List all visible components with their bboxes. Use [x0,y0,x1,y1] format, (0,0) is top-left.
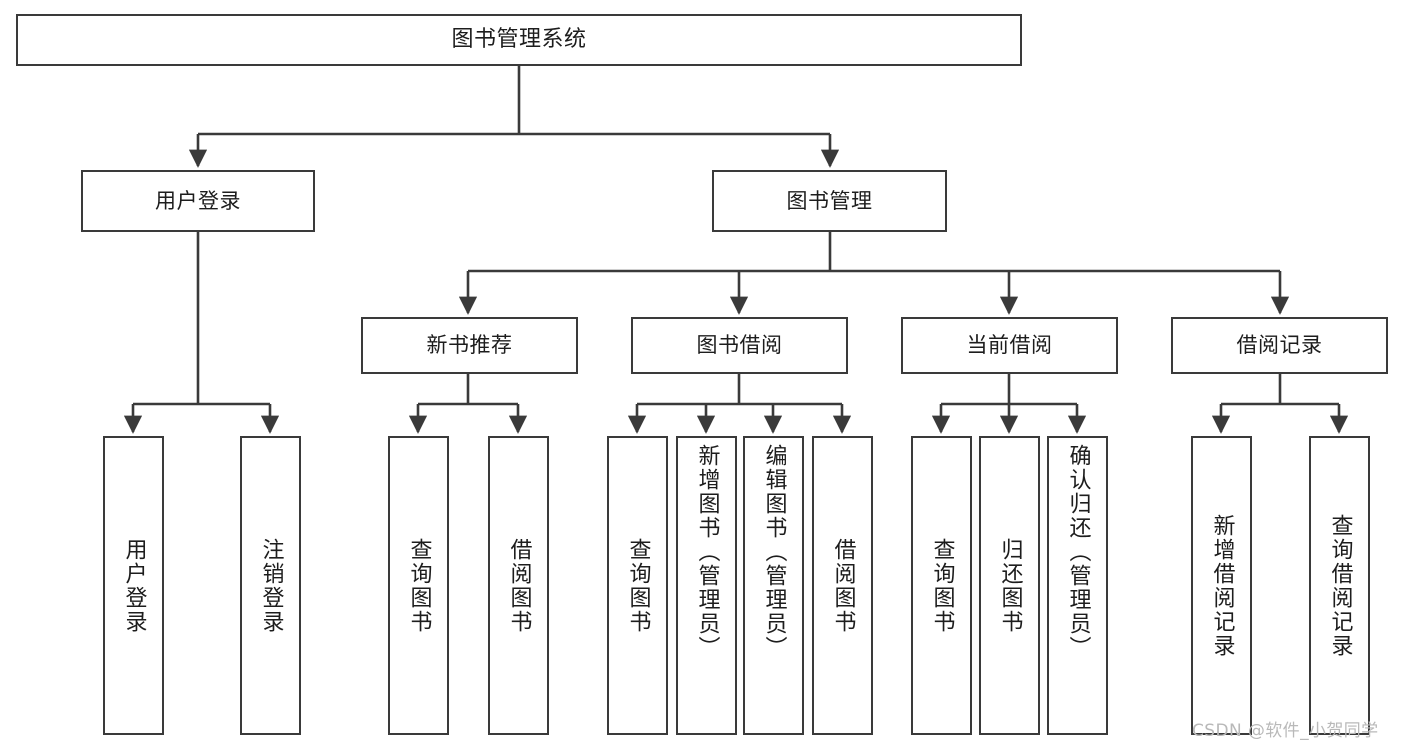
node-label: 新增借阅记录 [1209,513,1235,658]
node-label: 编辑图书（管理员） [761,444,787,660]
node-label: 归还图书 [997,537,1023,634]
node-leaf-query-borrow-record[interactable]: 查询借阅记录 [1309,436,1370,735]
watermark-text: CSDN @软件_小贺同学 [1192,721,1379,741]
node-label: 图书管理 [786,188,873,213]
node-leaf-borrow-books[interactable]: 借阅图书 [812,436,873,735]
node-leaf-query-books-borrow[interactable]: 查询图书 [607,436,668,735]
node-label: 查询借阅记录 [1327,513,1353,658]
node-root-book-management-system[interactable]: 图书管理系统 [16,14,1022,66]
node-leaf-add-book-admin[interactable]: 新增图书（管理员） [676,436,737,735]
node-label: 借阅图书 [506,537,532,634]
node-label: 查询图书 [406,537,432,634]
node-leaf-confirm-return-admin[interactable]: 确认归还（管理员） [1047,436,1108,735]
node-label: 图书管理系统 [451,27,587,53]
node-book-management[interactable]: 图书管理 [712,170,947,232]
node-label: 查询图书 [625,537,651,634]
node-label: 借阅图书 [830,537,856,634]
node-leaf-query-books-current[interactable]: 查询图书 [911,436,972,735]
node-new-book-recommendation[interactable]: 新书推荐 [361,317,578,374]
node-user-login[interactable]: 用户登录 [81,170,315,232]
node-label: 用户登录 [155,188,241,213]
node-book-borrowing[interactable]: 图书借阅 [631,317,848,374]
node-leaf-return-books[interactable]: 归还图书 [979,436,1040,735]
node-current-borrowing[interactable]: 当前借阅 [901,317,1118,374]
node-leaf-add-borrow-record[interactable]: 新增借阅记录 [1191,436,1252,735]
node-label: 查询图书 [929,537,955,634]
node-leaf-edit-book-admin[interactable]: 编辑图书（管理员） [743,436,804,735]
node-label: 借阅记录 [1236,333,1323,358]
node-leaf-query-books-recommend[interactable]: 查询图书 [388,436,449,735]
node-label: 新增图书（管理员） [694,444,720,660]
node-leaf-user-login[interactable]: 用户登录 [103,436,164,735]
node-label: 注销登录 [258,537,284,634]
node-borrowing-records[interactable]: 借阅记录 [1171,317,1388,374]
node-leaf-borrow-books-recommend[interactable]: 借阅图书 [488,436,549,735]
node-label: 确认归还（管理员） [1065,444,1091,660]
node-label: 图书借阅 [696,333,783,358]
node-label: 用户登录 [121,537,147,634]
node-leaf-logout[interactable]: 注销登录 [240,436,301,735]
node-label: 当前借阅 [966,333,1053,358]
node-label: 新书推荐 [426,333,513,358]
